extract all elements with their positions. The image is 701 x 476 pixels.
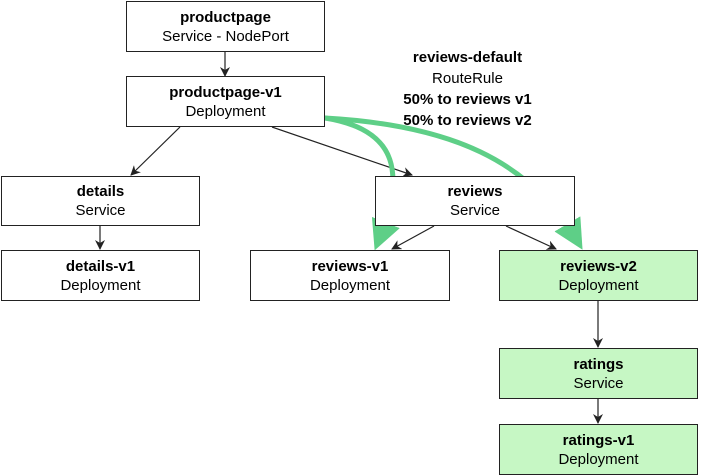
node-productpage-v1: productpage-v1 Deployment — [126, 76, 325, 127]
edge-productpage-v1-to-details — [130, 126, 181, 176]
node-reviews: reviews Service — [375, 176, 575, 226]
node-name: details-v1 — [65, 257, 136, 275]
node-ratings: ratings Service — [499, 348, 698, 399]
node-kind: Deployment — [185, 102, 266, 120]
node-kind: Deployment — [60, 276, 141, 294]
node-kind: Service — [573, 374, 624, 392]
node-kind: Deployment — [558, 276, 639, 294]
edge-reviews-to-reviews-v1 — [391, 225, 435, 250]
node-kind: Service — [449, 202, 501, 219]
route-rule-kind: RouteRule — [432, 70, 503, 87]
route-rule-note: reviews-default RouteRule 50% to reviews… — [380, 47, 555, 131]
node-name: details — [76, 183, 125, 200]
node-name: ratings-v1 — [562, 431, 635, 449]
edge-reviews-to-reviews-v2 — [505, 225, 557, 250]
node-name: reviews — [447, 183, 503, 200]
node-name: reviews-v2 — [560, 257, 637, 275]
node-name: productpage-v1 — [169, 83, 282, 101]
route-rule-line: 50% to reviews v2 — [403, 112, 532, 129]
node-kind: Deployment — [309, 276, 391, 294]
node-kind: Deployment — [558, 450, 639, 468]
node-reviews-v2: reviews-v2 Deployment — [499, 250, 698, 301]
node-kind: Service — [75, 202, 126, 219]
route-rule-line: 50% to reviews v1 — [403, 91, 532, 108]
node-reviews-v1: reviews-v1 Deployment — [250, 250, 450, 301]
node-details-v1: details-v1 Deployment — [1, 250, 200, 301]
edge-productpage-v1-to-reviews — [271, 126, 413, 177]
node-kind: Service - NodePort — [162, 27, 289, 45]
route-rule-name: reviews-default — [412, 49, 523, 66]
node-name: productpage — [180, 8, 271, 26]
node-productpage: productpage Service - NodePort — [126, 1, 325, 52]
node-ratings-v1: ratings-v1 Deployment — [499, 424, 698, 475]
node-name: reviews-v1 — [311, 257, 389, 275]
node-name: ratings — [573, 355, 624, 373]
node-details: details Service — [1, 176, 200, 226]
